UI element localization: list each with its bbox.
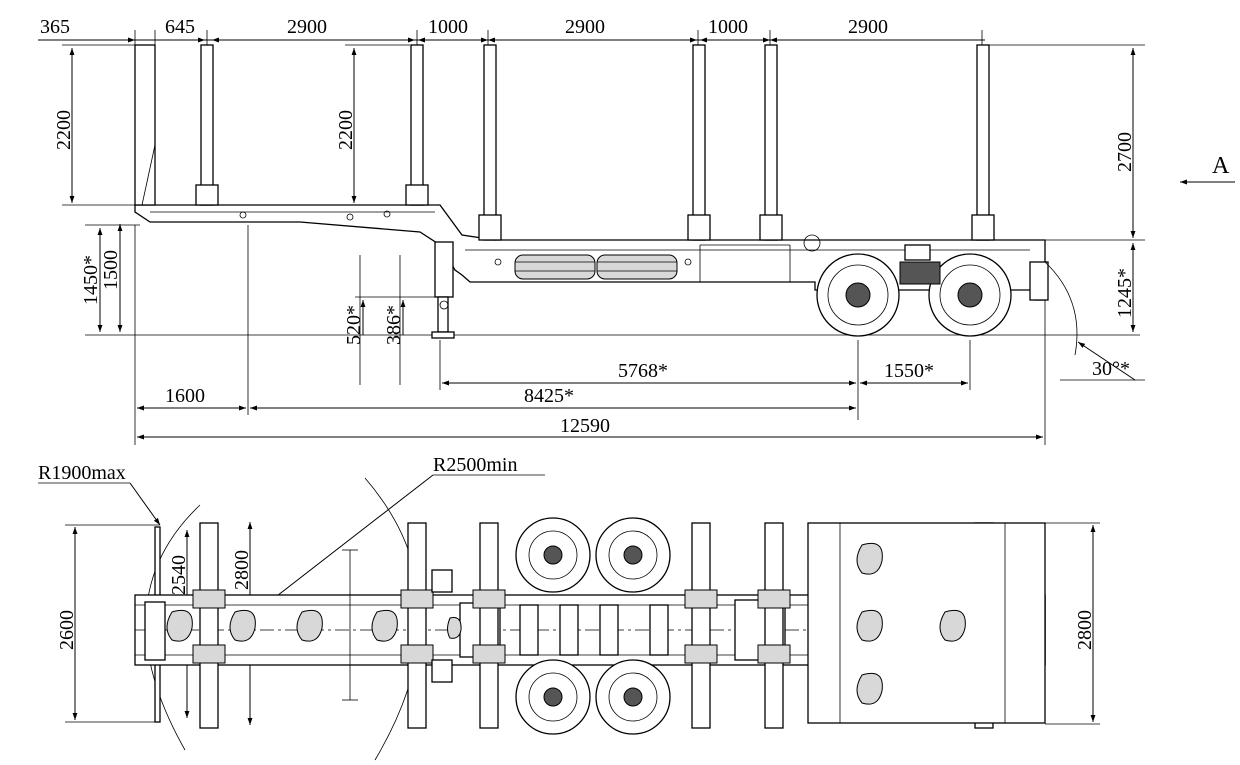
width-dim-left: 2600 bbox=[56, 524, 160, 723]
dim-2540: 2540 bbox=[168, 555, 190, 595]
spare-wheels-top bbox=[515, 517, 671, 735]
leg-dims: 520* 386* bbox=[343, 255, 435, 385]
dim-1000-b: 1000 bbox=[708, 16, 748, 38]
rear-height-dim: 1245* bbox=[1114, 243, 1136, 332]
rear-axles-side bbox=[803, 234, 1049, 337]
landing-gear-top bbox=[342, 549, 453, 701]
width-dim-inner: 2540 2800 bbox=[168, 522, 253, 725]
view-marker-label: A bbox=[1212, 153, 1230, 179]
top-view: R1900max R2500min 2600 2540 2800 bbox=[38, 454, 1100, 761]
dim-1550: 1550* bbox=[884, 360, 934, 382]
dim-645: 645 bbox=[165, 16, 195, 38]
departure-angle: 30°* bbox=[1044, 261, 1145, 381]
dim-2900-c: 2900 bbox=[848, 16, 888, 38]
dim-12590: 12590 bbox=[560, 415, 610, 437]
length-dims: 5768* 1550* 8425* 1600 12590 bbox=[134, 225, 1046, 445]
dim-2200-mid: 2200 bbox=[335, 110, 357, 150]
top-dimension-chain: 365 645 2900 1000 2900 1000 2900 bbox=[38, 16, 985, 205]
dim-8425: 8425* bbox=[524, 385, 574, 407]
dim-2900-b: 2900 bbox=[565, 16, 605, 38]
dim-5768: 5768* bbox=[618, 360, 668, 382]
dim-2700: 2700 bbox=[1114, 132, 1136, 172]
landing-leg-side bbox=[431, 241, 455, 339]
dim-2200-left: 2200 bbox=[53, 110, 75, 150]
view-marker-a: A bbox=[1180, 153, 1235, 185]
dim-365: 365 bbox=[40, 16, 70, 38]
rear-platform-top bbox=[807, 522, 1046, 724]
dim-1600: 1600 bbox=[165, 385, 205, 407]
width-dim-right: 2800 bbox=[1045, 522, 1100, 725]
turning-radius-max: R1900max bbox=[38, 462, 201, 751]
stanchions bbox=[195, 44, 995, 241]
dim-520: 520* bbox=[343, 305, 365, 345]
dim-2800-inner: 2800 bbox=[231, 550, 253, 590]
height-dim-left: 2200 bbox=[53, 44, 150, 206]
radius-max-label: R1900max bbox=[38, 462, 126, 484]
dim-2800-right: 2800 bbox=[1074, 610, 1096, 650]
height-dim-right: 2700 bbox=[985, 44, 1145, 241]
dim-1245: 1245* bbox=[1114, 268, 1136, 318]
side-view: 365 645 2900 1000 2900 1000 2900 2200 22… bbox=[38, 16, 1235, 445]
dim-1500: 1500 bbox=[100, 250, 122, 290]
dim-2900-a: 2900 bbox=[287, 16, 327, 38]
dim-2600: 2600 bbox=[56, 610, 78, 650]
dim-386: 386* bbox=[383, 305, 405, 345]
chequer-plate-marks bbox=[166, 542, 966, 705]
radius-min-label: R2500min bbox=[433, 454, 517, 476]
dim-1000-a: 1000 bbox=[428, 16, 468, 38]
angle-label: 30°* bbox=[1092, 358, 1130, 380]
spare-wheels-side bbox=[514, 254, 678, 280]
dim-1450: 1450* bbox=[80, 255, 102, 305]
deck-height-dims: 1450* 1500 bbox=[80, 224, 123, 332]
height-dim-mid: 2200 bbox=[335, 44, 410, 203]
